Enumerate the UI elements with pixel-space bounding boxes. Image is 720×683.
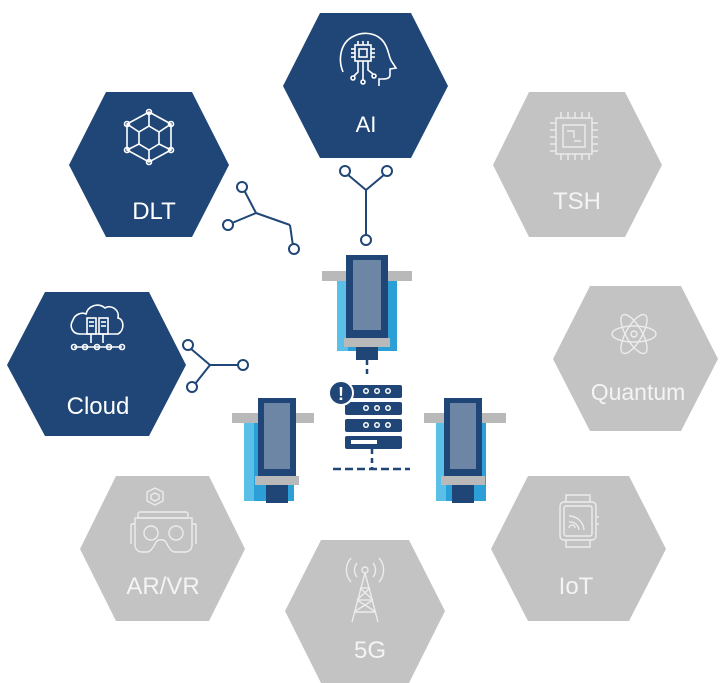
- hex-quantum-shape: [553, 286, 718, 431]
- building-top: [322, 255, 412, 360]
- hex-quantum-label: Quantum: [591, 379, 686, 405]
- hex-quantum[interactable]: Quantum: [553, 286, 718, 431]
- hex-cloud-label: Cloud: [67, 393, 130, 420]
- hex-tsh-shape: [493, 92, 662, 237]
- connector-cloud: [182, 339, 249, 393]
- hex-ai-label: AI: [356, 112, 377, 137]
- hex-arvr-shape: [80, 476, 245, 621]
- hex-arvr-label: AR/VR: [126, 573, 199, 600]
- hex-iot-label: IoT: [559, 573, 594, 600]
- microchip-icon: [550, 112, 598, 160]
- building-left: [232, 398, 314, 503]
- atom-icon: [611, 313, 657, 355]
- cloud-servers-icon: [70, 304, 126, 351]
- hex-iot-shape: [491, 476, 666, 621]
- hex-5g-label: 5G: [354, 637, 386, 664]
- hex-dlt[interactable]: DLT: [69, 92, 229, 237]
- blockchain-cube-icon: [123, 108, 175, 166]
- hex-iot[interactable]: IoT: [491, 476, 666, 621]
- smartwatch-icon: [559, 494, 599, 548]
- building-right: [424, 398, 506, 503]
- hex-dlt-label: DLT: [132, 198, 176, 225]
- alert-badge-symbol: !: [338, 384, 344, 404]
- alert-badge[interactable]: !: [328, 380, 354, 406]
- hex-ai[interactable]: AI: [283, 13, 448, 158]
- connector-dlt: [222, 181, 300, 255]
- hex-cloud[interactable]: Cloud: [7, 292, 186, 436]
- hex-arvr[interactable]: AR/VR: [80, 476, 245, 621]
- ai-head-chip-icon: [339, 32, 398, 86]
- hex-tsh[interactable]: TSH: [493, 92, 662, 237]
- vr-headset-icon: [130, 487, 197, 553]
- hex-5g[interactable]: 5G: [285, 540, 445, 683]
- server-rack-icon: [333, 360, 410, 471]
- hex-cloud-shape: [7, 292, 186, 436]
- hex-tsh-label: TSH: [553, 188, 601, 215]
- hex-ai-shape: [283, 13, 448, 158]
- antenna-tower-icon: [345, 557, 385, 623]
- connector-ai: [339, 165, 393, 246]
